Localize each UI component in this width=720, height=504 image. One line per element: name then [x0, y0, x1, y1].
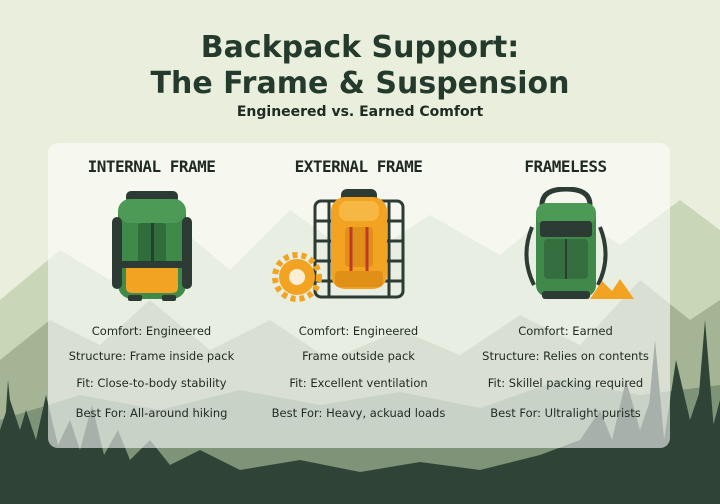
page-title-line-2: The Frame & Suspension: [150, 66, 570, 101]
structure-text: Frame outside pack: [302, 349, 415, 363]
structure-text: Structure: Relies on contents: [482, 349, 649, 363]
column-frameless: FRAMELESS Comfort: Earned Structure: Rel…: [462, 143, 669, 448]
comfort-text: Comfort: Engineered: [298, 324, 419, 338]
comfort-text: Comfort: Engineered: [91, 324, 212, 338]
fit-text: Fit: Excellent ventilation: [289, 376, 428, 390]
internal-frame-backpack-icon: [112, 191, 192, 301]
orange-stuff-pile: [590, 279, 634, 299]
best-for-text: Best For: Ultralight purists: [490, 406, 641, 420]
best-for-text: Best For: Heavy, ackuad loads: [271, 406, 446, 420]
fit-text: Fit: Close-to-body stability: [76, 376, 227, 390]
page-subtitle: Engineered vs. Earned Comfort: [236, 104, 484, 120]
comfort-text: Comfort: Earned: [518, 324, 613, 338]
structure-text: Structure: Frame inside pack: [68, 349, 235, 363]
frameless-backpack-icon: [524, 187, 634, 299]
column-heading: INTERNAL FRAME: [87, 157, 216, 176]
column-external-frame: EXTERNAL FRAME Comf: [255, 143, 462, 448]
best-for-text: Best For: All-around hiking: [75, 406, 228, 420]
external-frame-backpack-icon: [272, 189, 405, 302]
column-internal-frame: INTERNAL FRAME Comfort: Engineered Struc…: [48, 143, 255, 448]
comparison-panel: INTERNAL FRAME Comfort: Engineered Struc…: [48, 143, 670, 448]
fit-text: Fit: Skillel packing required: [487, 376, 644, 390]
column-heading: FRAMELESS: [524, 157, 607, 176]
gear-icon: [272, 252, 322, 302]
page-title-line-1: Backpack Support:: [200, 30, 520, 65]
column-heading: EXTERNAL FRAME: [294, 157, 423, 176]
